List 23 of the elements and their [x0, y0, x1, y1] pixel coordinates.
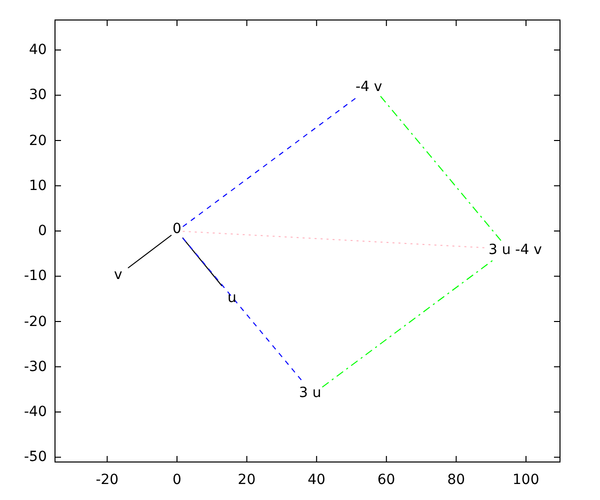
axis-tick-label: -50 — [24, 449, 47, 466]
point-label: 3 u -4 v — [488, 242, 542, 258]
axis-tick-label: 10 — [29, 178, 47, 194]
axis-tick-label: -40 — [24, 404, 47, 420]
axis-tick-label: -20 — [96, 472, 119, 488]
axis-tick-label: 60 — [377, 472, 396, 488]
axis-tick-label: 20 — [29, 132, 47, 148]
axis-tick-label: 100 — [512, 472, 540, 488]
axis-tick-label: 80 — [447, 472, 466, 488]
point-label: 3 u — [299, 385, 322, 401]
axis-tick-label: 40 — [29, 42, 47, 58]
axis-tick-label: -20 — [24, 314, 47, 330]
point-label: -4 v — [356, 79, 382, 95]
axis-tick-label: 40 — [308, 472, 326, 488]
axis-tick-label: 20 — [238, 472, 256, 488]
axis-tick-label: 30 — [29, 87, 47, 104]
axis-tick-label: -10 — [24, 268, 47, 284]
axis-tick-label: 0 — [172, 472, 182, 488]
point-label: v — [114, 267, 122, 283]
point-label: 0 — [172, 221, 182, 237]
axis-tick-label: -30 — [24, 358, 47, 375]
axis-tick-label: 0 — [38, 223, 47, 239]
point-label: u — [228, 290, 236, 306]
